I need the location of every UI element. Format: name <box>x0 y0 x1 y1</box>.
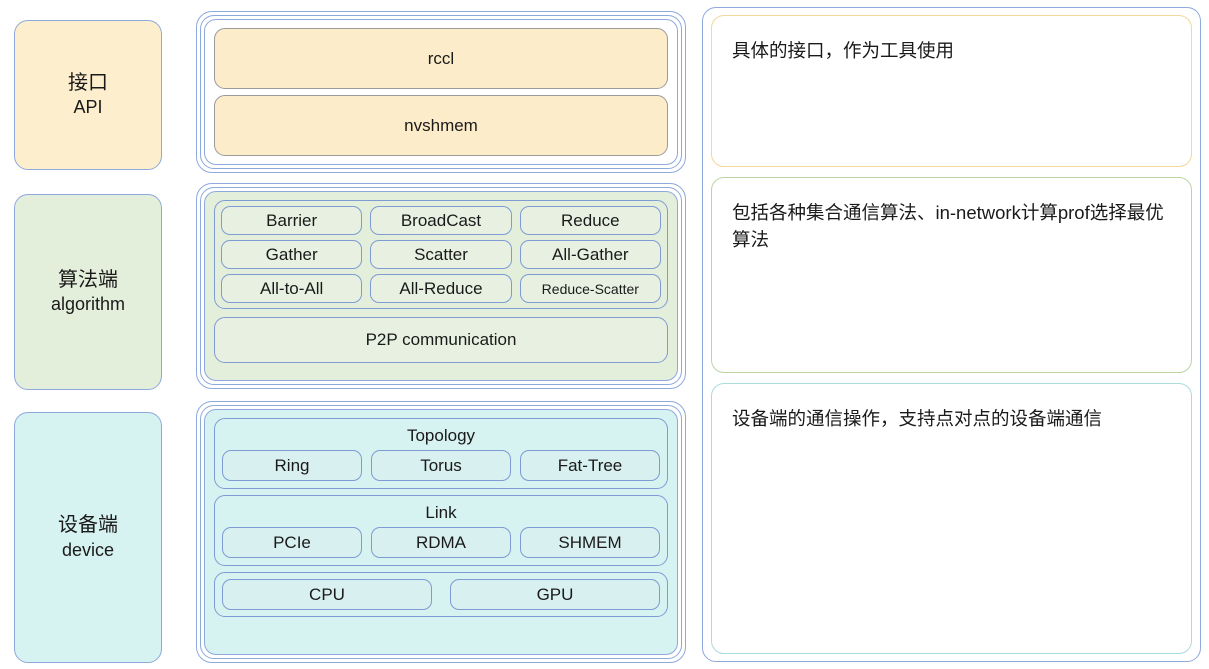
api-layer-frame-inner: rccl nvshmem <box>204 19 678 165</box>
topology-item-torus[interactable]: Torus <box>371 450 511 481</box>
layer-label-algorithm-cn: 算法端 <box>58 268 118 291</box>
compute-group: CPU GPU <box>214 572 668 617</box>
layer-label-algorithm: 算法端 algorithm <box>14 193 162 391</box>
layer-label-device: 设备端 device <box>14 412 162 663</box>
device-layer-frame-inner: Topology Ring Torus Fat-Tree Link PCIe R… <box>204 409 678 655</box>
topology-group-title: Topology <box>406 426 476 445</box>
layer-label-api-cn: 接口 <box>68 71 108 94</box>
note-algorithm: 包括各种集合通信算法、in-network计算prof选择最优算法 <box>711 177 1192 373</box>
note-api: 具体的接口，作为工具使用 <box>711 15 1192 167</box>
device-layer-frame: Topology Ring Torus Fat-Tree Link PCIe R… <box>196 401 686 663</box>
algorithm-layer-frame-mid: Barrier BroadCast Reduce Gather Scatter … <box>200 187 682 385</box>
collective-ops-row: Barrier BroadCast Reduce <box>221 206 661 235</box>
algo-item-p2p-communication[interactable]: P2P communication <box>214 317 668 363</box>
layer-label-device-en: device <box>61 539 115 560</box>
collective-ops-row: Gather Scatter All-Gather <box>221 240 661 269</box>
link-group: Link PCIe RDMA SHMEM <box>214 495 668 566</box>
api-layer-frame-mid: rccl nvshmem <box>200 15 682 169</box>
algo-item-gather[interactable]: Gather <box>221 240 363 269</box>
notes-frame: 具体的接口，作为工具使用 包括各种集合通信算法、in-network计算prof… <box>702 7 1201 662</box>
api-item-nvshmem[interactable]: nvshmem <box>214 95 668 156</box>
link-item-pcie[interactable]: PCIe <box>222 527 362 558</box>
topology-group: Topology Ring Torus Fat-Tree <box>214 418 668 489</box>
algo-item-all-gather[interactable]: All-Gather <box>519 240 661 269</box>
algo-item-broadcast[interactable]: BroadCast <box>370 206 512 235</box>
compute-item-cpu[interactable]: CPU <box>222 579 432 610</box>
layer-label-api-en: API <box>73 97 103 118</box>
algorithm-layer-frame-inner: Barrier BroadCast Reduce Gather Scatter … <box>204 191 678 381</box>
api-item-rccl[interactable]: rccl <box>214 28 668 89</box>
layer-label-algorithm-en: algorithm <box>50 294 126 315</box>
algo-item-reduce[interactable]: Reduce <box>519 206 661 235</box>
layer-content-column: rccl nvshmem Barrier BroadCast Reduce <box>196 0 696 669</box>
layer-label-column: 接口 API 算法端 algorithm 设备端 device <box>0 0 196 669</box>
notes-column: 具体的接口，作为工具使用 包括各种集合通信算法、in-network计算prof… <box>696 0 1209 669</box>
topology-item-fat-tree[interactable]: Fat-Tree <box>520 450 660 481</box>
layer-label-device-cn: 设备端 <box>58 514 118 537</box>
algo-item-all-to-all[interactable]: All-to-All <box>221 274 363 303</box>
algo-item-reduce-scatter[interactable]: Reduce-Scatter <box>519 274 661 303</box>
algo-item-all-reduce[interactable]: All-Reduce <box>370 274 512 303</box>
link-item-rdma[interactable]: RDMA <box>371 527 511 558</box>
algo-item-scatter[interactable]: Scatter <box>370 240 512 269</box>
topology-items-row: Ring Torus Fat-Tree <box>222 450 660 481</box>
device-layer-frame-mid: Topology Ring Torus Fat-Tree Link PCIe R… <box>200 405 682 659</box>
compute-item-gpu[interactable]: GPU <box>450 579 660 610</box>
link-group-title: Link <box>425 503 457 522</box>
link-item-shmem[interactable]: SHMEM <box>520 527 660 558</box>
note-device: 设备端的通信操作，支持点对点的设备端通信 <box>711 383 1192 654</box>
topology-item-ring[interactable]: Ring <box>222 450 362 481</box>
algorithm-layer-frame: Barrier BroadCast Reduce Gather Scatter … <box>196 183 686 389</box>
layer-label-api: 接口 API <box>14 20 162 170</box>
algo-item-barrier[interactable]: Barrier <box>221 206 363 235</box>
api-layer-frame: rccl nvshmem <box>196 11 686 173</box>
link-items-row: PCIe RDMA SHMEM <box>222 527 660 558</box>
collective-ops-row: All-to-All All-Reduce Reduce-Scatter <box>221 274 661 303</box>
collective-ops-group: Barrier BroadCast Reduce Gather Scatter … <box>214 200 668 309</box>
